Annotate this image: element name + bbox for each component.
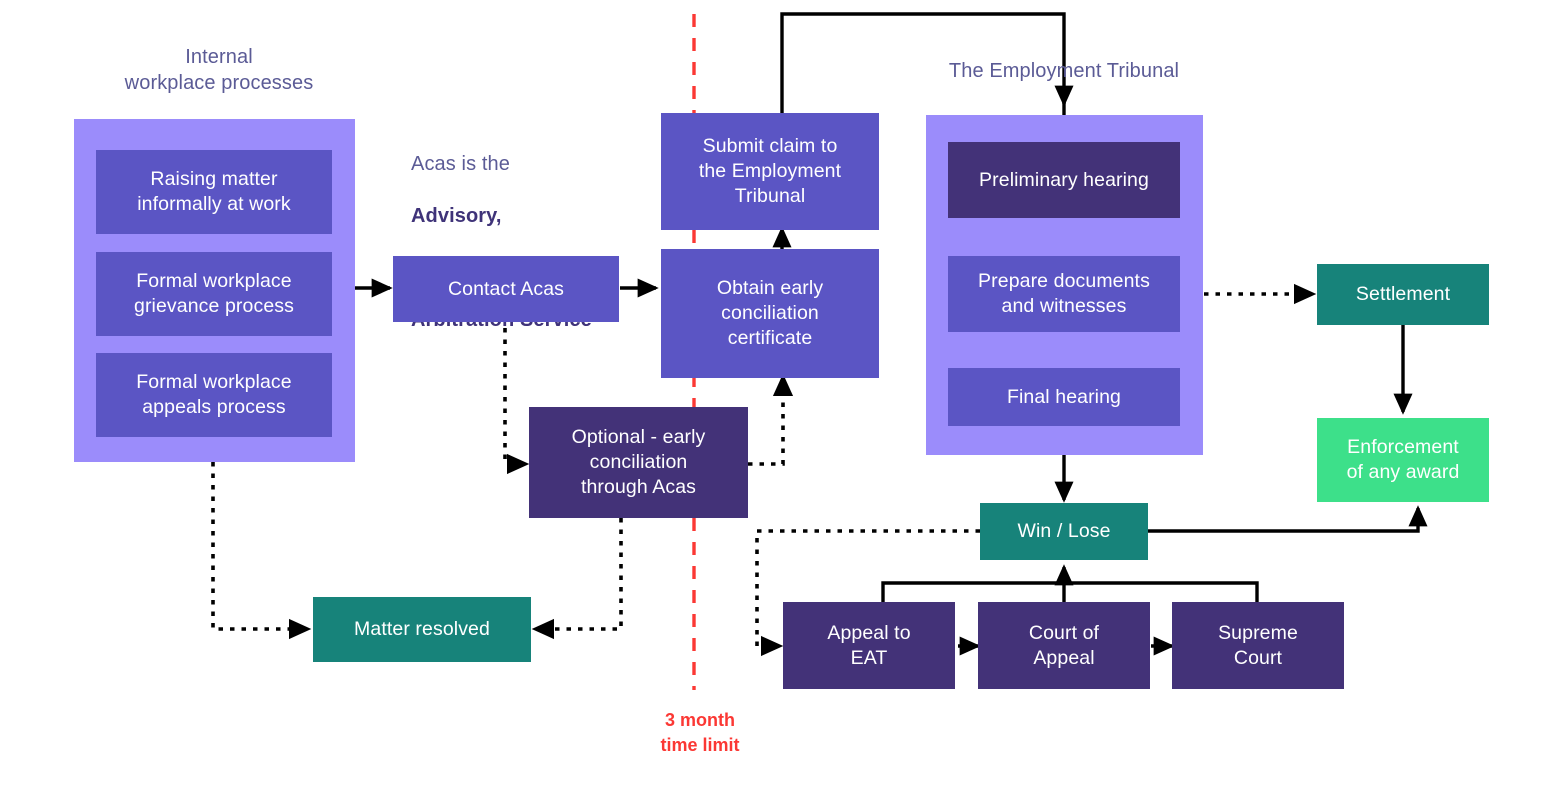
- node-raising-matter[interactable]: Raising matter informally at work: [96, 150, 332, 234]
- node-enforcement[interactable]: Enforcement of any award: [1317, 418, 1489, 502]
- node-court-of-appeal[interactable]: Court of Appeal: [978, 602, 1150, 689]
- node-obtain-certificate[interactable]: Obtain early conciliation certificate: [661, 249, 879, 378]
- node-appeals-process[interactable]: Formal workplace appeals process: [96, 353, 332, 437]
- node-matter-resolved[interactable]: Matter resolved: [313, 597, 531, 662]
- node-preliminary-hearing[interactable]: Preliminary hearing: [948, 142, 1180, 218]
- time-limit-label: 3 month time limit: [660, 710, 740, 756]
- node-final-hearing[interactable]: Final hearing: [948, 368, 1180, 426]
- heading-internal-processes: Internal workplace processes: [124, 46, 314, 94]
- node-grievance-process[interactable]: Formal workplace grievance process: [96, 252, 332, 336]
- heading-employment-tribunal: The Employment Tribunal: [948, 60, 1180, 82]
- acas-note-line1: Acas is the: [411, 153, 510, 175]
- wire-winlose-to-enforcement: [1148, 505, 1428, 533]
- node-win-lose[interactable]: Win / Lose: [980, 503, 1148, 560]
- node-optional-early-conciliation[interactable]: Optional - early conciliation through Ac…: [529, 407, 748, 518]
- wire-workplace-to-resolved: [211, 462, 312, 640]
- node-contact-acas[interactable]: Contact Acas: [393, 256, 619, 322]
- wire-acas-to-optional: [503, 328, 530, 475]
- node-supreme-court[interactable]: Supreme Court: [1172, 602, 1344, 689]
- wire-optional-to-certificate: [748, 373, 794, 466]
- acas-note-advisory: Advisory,: [411, 205, 502, 227]
- node-submit-claim[interactable]: Submit claim to the Employment Tribunal: [661, 113, 879, 230]
- wire-optional-to-resolved: [531, 518, 623, 640]
- node-settlement[interactable]: Settlement: [1317, 264, 1489, 325]
- node-appeal-to-eat[interactable]: Appeal to EAT: [783, 602, 955, 689]
- node-prepare-documents[interactable]: Prepare documents and witnesses: [948, 256, 1180, 332]
